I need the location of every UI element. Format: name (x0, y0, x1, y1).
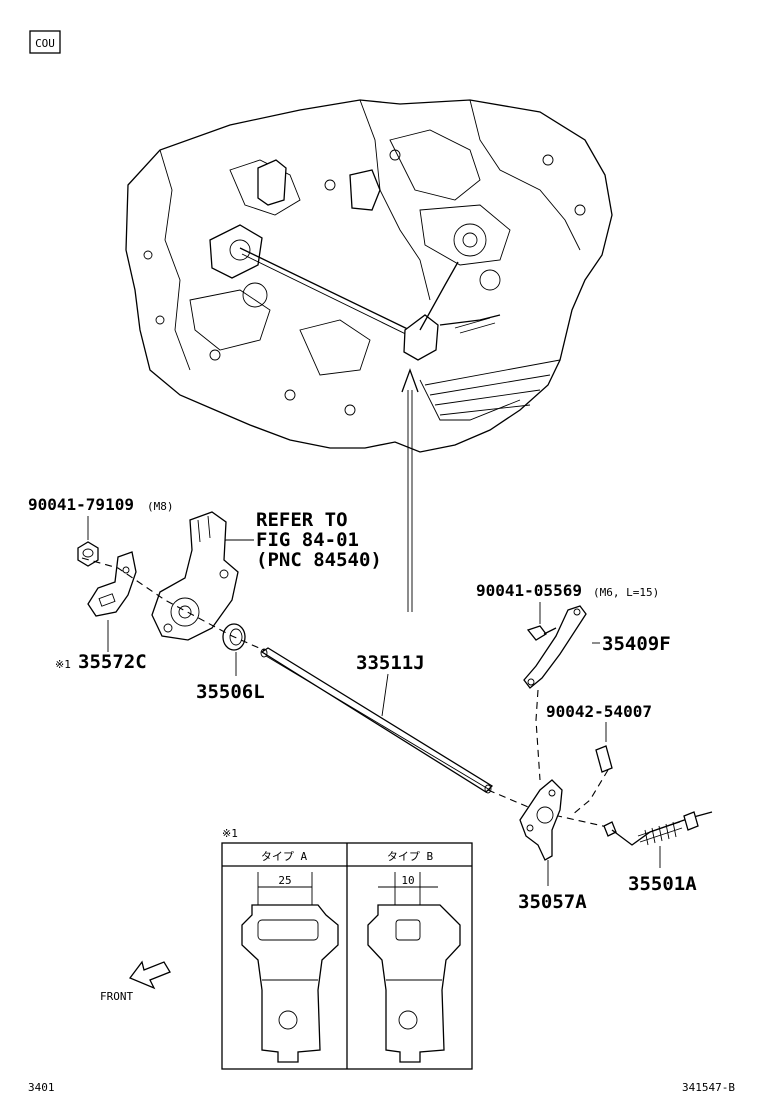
type-a-plate: 25 (241, 872, 339, 1063)
lock-plate-part (87, 551, 137, 617)
footer-left: 3401 (28, 1081, 55, 1094)
type-b-plate: 10 (367, 872, 461, 1063)
detail-title: ※1 (222, 827, 238, 840)
callout-lock-plate: 35572C (78, 651, 147, 673)
code-box: COU (29, 30, 61, 54)
detail-table: ※1 タイプ A タイプ B 25 10 (221, 827, 473, 1070)
refer-line-2: FIG 84-01 (256, 529, 359, 551)
front-label: FRONT (100, 990, 133, 1003)
lever-part (519, 779, 563, 861)
dim-b: 10 (401, 874, 414, 887)
refer-line-1: REFER TO (256, 509, 348, 531)
callout-nut-spec: (M8) (147, 500, 174, 513)
callout-nut-part: 90041-79109 (28, 495, 134, 514)
callout-oil-seal: 35506L (196, 681, 265, 703)
detail-col-b: タイプ B (387, 850, 434, 863)
callout-bolt-spec: (M6, L=15) (593, 586, 659, 599)
transmission-housing (125, 99, 613, 612)
shaft-part (260, 647, 494, 794)
callout-rod: 35409F (602, 633, 671, 655)
code-box-label: COU (35, 37, 55, 50)
rod-part (523, 605, 587, 689)
detail-col-a: タイプ A (261, 850, 308, 863)
cable-part (603, 811, 713, 846)
nut-part (77, 541, 99, 567)
callout-pin: 90042-54007 (546, 702, 652, 721)
callout-lock-mark: ※1 (55, 658, 71, 671)
front-arrow-icon (128, 960, 171, 990)
refer-line-3: (PNC 84540) (256, 549, 382, 571)
dim-a: 25 (278, 874, 291, 887)
bolt-part (526, 625, 557, 641)
footer-right: 341547-B (682, 1081, 735, 1094)
callout-lever: 35057A (518, 891, 587, 913)
pin-part (595, 745, 613, 773)
callout-shaft: 33511J (356, 652, 425, 674)
neutral-switch-part (151, 511, 239, 641)
callout-cable: 35501A (628, 873, 697, 895)
callout-bolt-part: 90041-05569 (476, 581, 582, 600)
